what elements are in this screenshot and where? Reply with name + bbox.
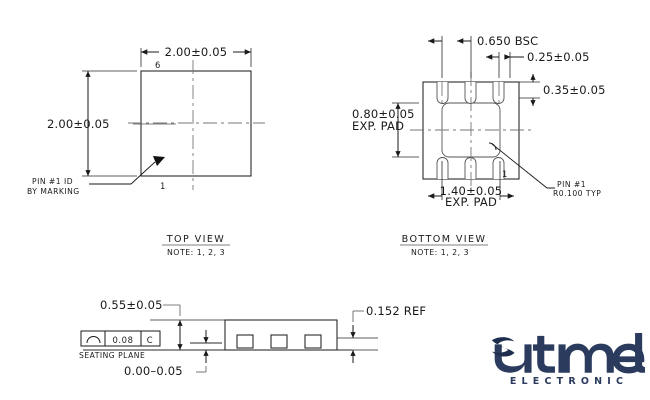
side-view-lead-2: [270, 334, 288, 349]
side-view-group: 0.55±0.05 0.00–0.05 0.152 REF: [79, 298, 426, 378]
bottom-view-pad-5: [464, 82, 477, 104]
bottom-view-pad-6: [436, 82, 449, 104]
top-view-pin6-label: 6: [155, 60, 161, 70]
top-view-height-dimension-text: 2.00±0.05: [47, 117, 110, 131]
feature-control-datum: C: [147, 335, 153, 345]
profile-of-a-surface-icon: [86, 336, 101, 344]
bottom-view-pad-2: [464, 157, 477, 179]
utmel-logo: ELECTRONIC: [489, 333, 645, 395]
bottom-view-pin1-label: 1: [502, 169, 508, 179]
top-view-pin1-leader: [89, 161, 156, 185]
feature-control-tolerance: 0.08: [112, 335, 133, 345]
top-view-pin1-callout-line1: PIN #1 ID: [32, 177, 73, 186]
bottom-view-pin1-callout-line1: PIN #1: [557, 180, 586, 189]
side-view-lead-1: [236, 334, 254, 349]
top-view-note: NOTE: 1, 2, 3: [167, 248, 225, 257]
utmel-wordmark-icon: [491, 333, 645, 374]
top-view-pin1-callout-line2: BY MARKING: [27, 187, 80, 196]
bottom-view-exp-pad-width-value: 1.40±0.05: [440, 184, 503, 198]
bottom-view-pad-4: [492, 82, 505, 104]
side-view-lead-thickness-dimension-text: 0.152 REF: [366, 304, 426, 318]
utmel-logo-tagline: ELECTRONIC: [509, 376, 629, 387]
side-view-body-height-dimension-text: 0.55±0.05: [100, 298, 163, 312]
bottom-view-pad-height-dimension-text: 0.35±0.05: [543, 83, 606, 97]
bottom-view-exp-pad-width-label: EXP. PAD: [445, 195, 497, 209]
side-view-datum-label: SEATING PLANE: [79, 351, 145, 360]
bottom-view-pin1-callout-line2: R0.100 TYP: [553, 189, 601, 198]
top-view-width-dimension-text: 2.00±0.05: [165, 45, 228, 59]
top-view-pin1-label: 1: [160, 181, 166, 191]
top-view-group: 2.00±0.05 2.00±0.05 6 1 PIN #1 ID BY MAR…: [27, 45, 265, 257]
bottom-view-group: 0.650 BSC 0.25±0.05 0.35±0.05 0.80±0.05 …: [352, 34, 606, 257]
feature-control-frame-box: [80, 330, 161, 347]
top-view-pin1-marker-triangle: [153, 156, 165, 166]
bottom-view-pad-width-dimension-text: 0.25±0.05: [527, 50, 590, 64]
bottom-view-pin1-radius-leader: [491, 143, 555, 189]
bottom-view-pitch-dimension-text: 0.650 BSC: [477, 34, 538, 48]
bottom-view-pad-3: [492, 157, 505, 179]
top-view-title: TOP VIEW: [166, 234, 225, 245]
bottom-view-exp-pad-height-label: EXP. PAD: [352, 119, 404, 133]
bottom-view-note: NOTE: 1, 2, 3: [411, 248, 469, 257]
side-view-lead-3: [304, 334, 322, 349]
feature-control-frame: 0.08 C: [80, 330, 161, 347]
side-view-standoff-dimension-text: 0.00–0.05: [124, 364, 183, 378]
bottom-view-pad-1: [436, 157, 449, 179]
bottom-view-exp-pad-height-value: 0.80±0.05: [352, 107, 415, 121]
top-view-body-outline: [140, 70, 252, 177]
bottom-view-title: BOTTOM VIEW: [402, 234, 487, 245]
